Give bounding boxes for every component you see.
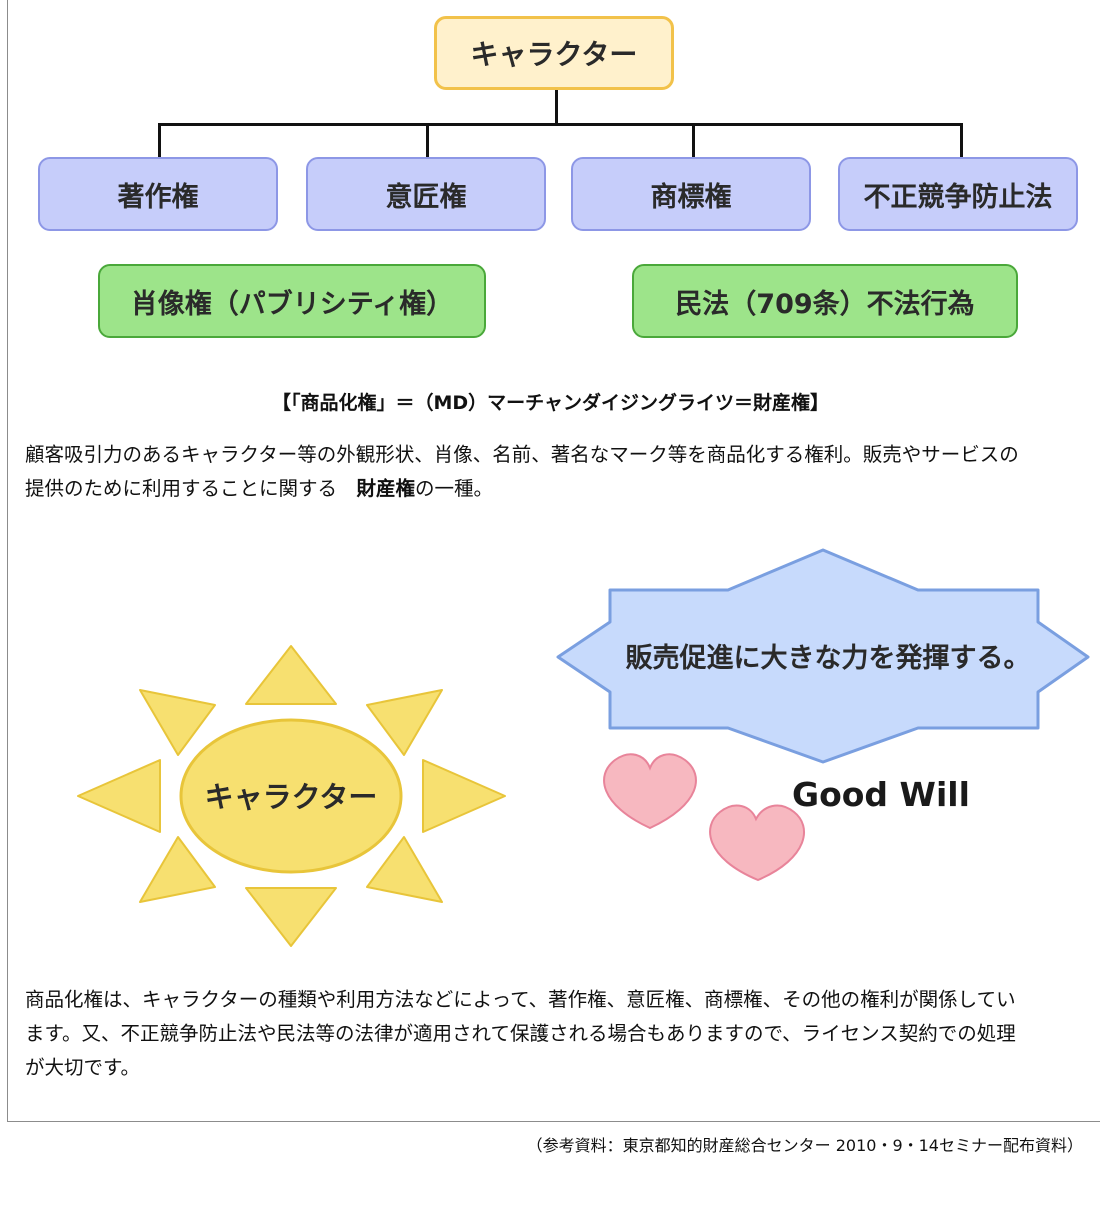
connector-line <box>158 123 963 126</box>
speech-burst <box>556 548 1090 764</box>
description-tail: の一種。 <box>415 477 494 500</box>
description-text: 顧客吸引力のあるキャラクター等の外観形状、肖像、名前、著名なマーク等を商品化する… <box>25 443 1019 500</box>
md-rights-heading: 【「商品化権」＝（MD）マーチャンダイジングライツ＝財産権】 <box>272 392 829 414</box>
connector-line <box>692 123 695 158</box>
sun-ray <box>245 645 337 705</box>
source-note: （参考資料：東京都知的財産総合センター 2010・9・14セミナー配布資料） <box>526 1136 1083 1155</box>
illustration: キャラクター 販売促進に大きな力を発揮する。 Good Will <box>77 548 1090 947</box>
sun-ray <box>422 759 506 833</box>
description-paragraph: 顧客吸引力のあるキャラクター等の外観形状、肖像、名前、著名なマーク等を商品化する… <box>25 438 1035 506</box>
sun-ray <box>139 836 216 903</box>
sun-label: キャラクター <box>205 780 378 814</box>
content-frame <box>7 0 1100 1122</box>
sun-ray <box>366 689 443 756</box>
burst-label: 販売促進に大きな力を発揮する。 <box>626 643 1031 674</box>
sun-center <box>179 718 403 874</box>
heart-icon <box>709 804 806 882</box>
connector-line <box>426 123 429 158</box>
character-box: キャラクター <box>434 16 674 90</box>
unfair-competition-box: 不正競争防止法 <box>838 157 1078 231</box>
connector-line <box>158 123 161 158</box>
sun-ray <box>366 836 443 903</box>
trademark-box: 商標権 <box>571 157 811 231</box>
goodwill-label: Good Will <box>792 775 970 814</box>
portrait-right-box: 肖像権（パブリシティ権） <box>98 264 486 338</box>
sun-ray <box>245 887 337 947</box>
connector-line <box>960 123 963 158</box>
sun-ray <box>139 689 216 756</box>
design-right-box: 意匠権 <box>306 157 546 231</box>
sun-ray <box>77 759 161 833</box>
copyright-box: 著作権 <box>38 157 278 231</box>
connector-line <box>555 90 558 124</box>
heart-icon <box>603 753 697 830</box>
property-right-bold: 財産権 <box>356 477 416 500</box>
civil-law-box: 民法（709条）不法行為 <box>632 264 1018 338</box>
body-paragraph: 商品化権は、キャラクターの種類や利用方法などによって、著作権、意匠権、商標権、そ… <box>25 988 1016 1079</box>
sun-graphic <box>77 645 506 947</box>
